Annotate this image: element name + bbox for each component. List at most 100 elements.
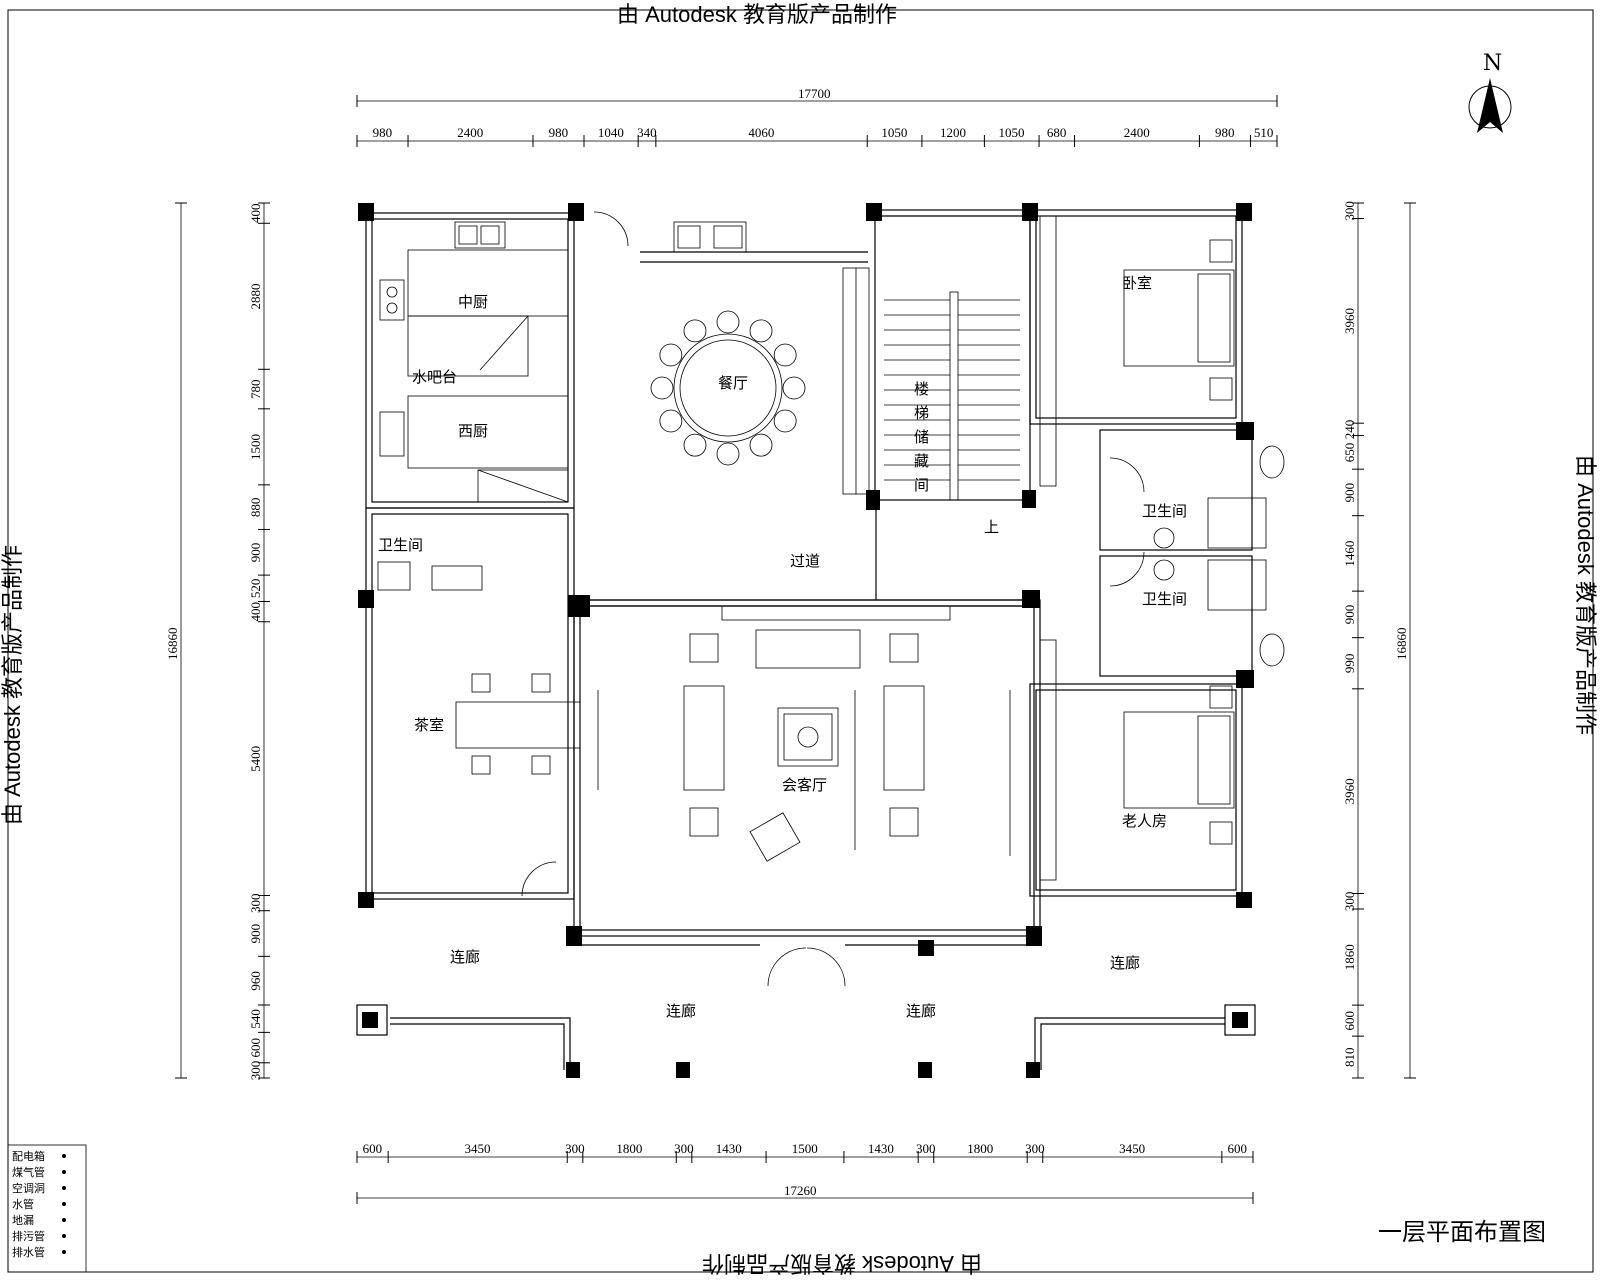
dim-top-overall: 17700 bbox=[798, 86, 831, 101]
dim-bottom-segment: 300 bbox=[916, 1141, 936, 1156]
dim-top-segment: 980 bbox=[1215, 125, 1235, 140]
structural-columns bbox=[358, 203, 1254, 1078]
left-overall-dimension: 16860 bbox=[165, 202, 187, 1079]
dim-bottom-segment: 300 bbox=[1025, 1141, 1045, 1156]
svg-text:梯: 梯 bbox=[914, 404, 929, 422]
left-segment-dimensions: 4002880780150088090052040054003009009605… bbox=[248, 202, 270, 1081]
dim-right-segment: 810 bbox=[1342, 1047, 1357, 1067]
entrance-doors bbox=[521, 211, 1145, 987]
dining-chair bbox=[773, 343, 797, 367]
legend-item: 煤气管 bbox=[12, 1165, 45, 1179]
legend-symbol-icon bbox=[62, 1154, 66, 1158]
label-corridor-pass: 过道 bbox=[790, 552, 820, 570]
legend-symbol-icon bbox=[62, 1186, 66, 1190]
dining-chair bbox=[782, 376, 806, 400]
watermark-right: 由 Autodesk 教育版产品制作 bbox=[1573, 455, 1598, 735]
dim-left-segment: 400 bbox=[248, 204, 263, 224]
dim-top-segment: 510 bbox=[1254, 125, 1274, 140]
label-living: 会客厅 bbox=[782, 776, 827, 794]
legend-symbol-icon bbox=[62, 1202, 66, 1206]
dining-chair bbox=[716, 310, 740, 334]
dim-left-segment: 1500 bbox=[248, 434, 263, 460]
dim-left-segment: 960 bbox=[248, 971, 263, 991]
dim-bottom-segment: 3450 bbox=[1119, 1141, 1145, 1156]
legend-symbol-icon bbox=[62, 1170, 66, 1174]
living-furniture bbox=[597, 605, 1011, 862]
bathroom-fixtures bbox=[377, 445, 1285, 667]
dim-top-segment: 2400 bbox=[457, 125, 483, 140]
dim-top-segment: 1040 bbox=[598, 125, 624, 140]
dim-left-segment: 900 bbox=[248, 924, 263, 944]
label-stair-up: 上 bbox=[984, 518, 999, 536]
dim-top-segment: 4060 bbox=[748, 125, 774, 140]
dining-chair bbox=[773, 409, 797, 433]
watermark-top: 由 Autodesk 教育版产品制作 bbox=[617, 2, 897, 27]
walls bbox=[356, 209, 1256, 1070]
label-western-kitchen: 西厨 bbox=[458, 422, 488, 440]
dim-top-segment: 680 bbox=[1047, 125, 1067, 140]
label-veranda-east: 连廊 bbox=[1110, 954, 1140, 972]
label-bedroom: 卧室 bbox=[1122, 274, 1152, 292]
dining-chair bbox=[716, 442, 740, 466]
dim-right-segment: 300 bbox=[1342, 892, 1357, 912]
dim-top-segment: 1050 bbox=[999, 125, 1025, 140]
dining-chair bbox=[749, 433, 773, 457]
dim-top-segment: 1050 bbox=[881, 125, 907, 140]
label-elder-room: 老人房 bbox=[1122, 812, 1167, 830]
dim-bottom-segment: 1430 bbox=[868, 1141, 894, 1156]
dim-left-segment: 880 bbox=[248, 498, 263, 518]
kitchen-fixtures bbox=[379, 221, 569, 503]
dim-left-segment: 5400 bbox=[248, 746, 263, 772]
legend-symbol-icon bbox=[62, 1250, 66, 1254]
label-middle-kitchen: 中厨 bbox=[458, 293, 488, 311]
dining-chair bbox=[659, 343, 683, 367]
dim-top-segment: 2400 bbox=[1124, 125, 1150, 140]
label-dining: 餐厅 bbox=[718, 374, 748, 392]
drawing-title: 一层平面布置图 bbox=[1378, 1218, 1546, 1246]
north-arrow-icon: N bbox=[1468, 51, 1512, 133]
tea-room-furniture bbox=[455, 673, 581, 775]
dim-left-segment: 540 bbox=[248, 1009, 263, 1029]
legend-symbol-icon bbox=[62, 1234, 66, 1238]
dim-left-segment: 400 bbox=[248, 602, 263, 622]
dim-left-segment: 300 bbox=[248, 894, 263, 914]
dim-right-segment: 650 bbox=[1342, 443, 1357, 463]
dining-chair bbox=[659, 409, 683, 433]
dim-right-segment: 900 bbox=[1342, 605, 1357, 625]
watermark-bottom: 由 Autodesk 教育版产品制作 bbox=[702, 1251, 982, 1276]
dim-right-segment: 240 bbox=[1342, 420, 1357, 440]
dining-chair bbox=[683, 433, 707, 457]
dim-bottom-segment: 600 bbox=[1228, 1141, 1248, 1156]
dining-table bbox=[650, 310, 806, 466]
svg-text:藏: 藏 bbox=[914, 452, 929, 470]
dim-top-segment: 980 bbox=[373, 125, 393, 140]
label-bathroom-west: 卫生间 bbox=[378, 536, 423, 554]
dim-bottom-segment: 1800 bbox=[967, 1141, 993, 1156]
dim-bottom-segment: 300 bbox=[674, 1141, 694, 1156]
watermark-left: 由 Autodesk 教育版产品制作 bbox=[0, 545, 25, 825]
dim-bottom-segment: 1800 bbox=[616, 1141, 642, 1156]
top-overall-dimension: 17700 bbox=[356, 86, 1278, 107]
dining-chair bbox=[650, 376, 674, 400]
dim-left-segment: 300 bbox=[248, 1061, 263, 1081]
dim-top-segment: 1200 bbox=[940, 125, 966, 140]
dining-chair bbox=[749, 319, 773, 343]
label-stair-storage: 楼 梯 储 藏 间 bbox=[914, 380, 929, 494]
dim-right-segment: 3960 bbox=[1342, 308, 1357, 334]
dim-left-segment: 600 bbox=[248, 1038, 263, 1058]
dim-right-segment: 300 bbox=[1342, 201, 1357, 221]
svg-text:楼: 楼 bbox=[914, 380, 929, 398]
legend-item: 水管 bbox=[12, 1197, 34, 1211]
bottom-overall-dimension: 17260 bbox=[356, 1183, 1254, 1204]
label-veranda-south-right: 连廊 bbox=[906, 1002, 936, 1020]
right-overall-dimension: 16860 bbox=[1394, 202, 1416, 1079]
dim-top-segment: 980 bbox=[549, 125, 569, 140]
dining-buffet bbox=[673, 221, 870, 495]
dim-left-segment: 2880 bbox=[248, 283, 263, 309]
legend-item: 地漏 bbox=[12, 1214, 34, 1227]
svg-text:储: 储 bbox=[914, 428, 929, 446]
dim-bottom-overall: 17260 bbox=[784, 1183, 817, 1198]
